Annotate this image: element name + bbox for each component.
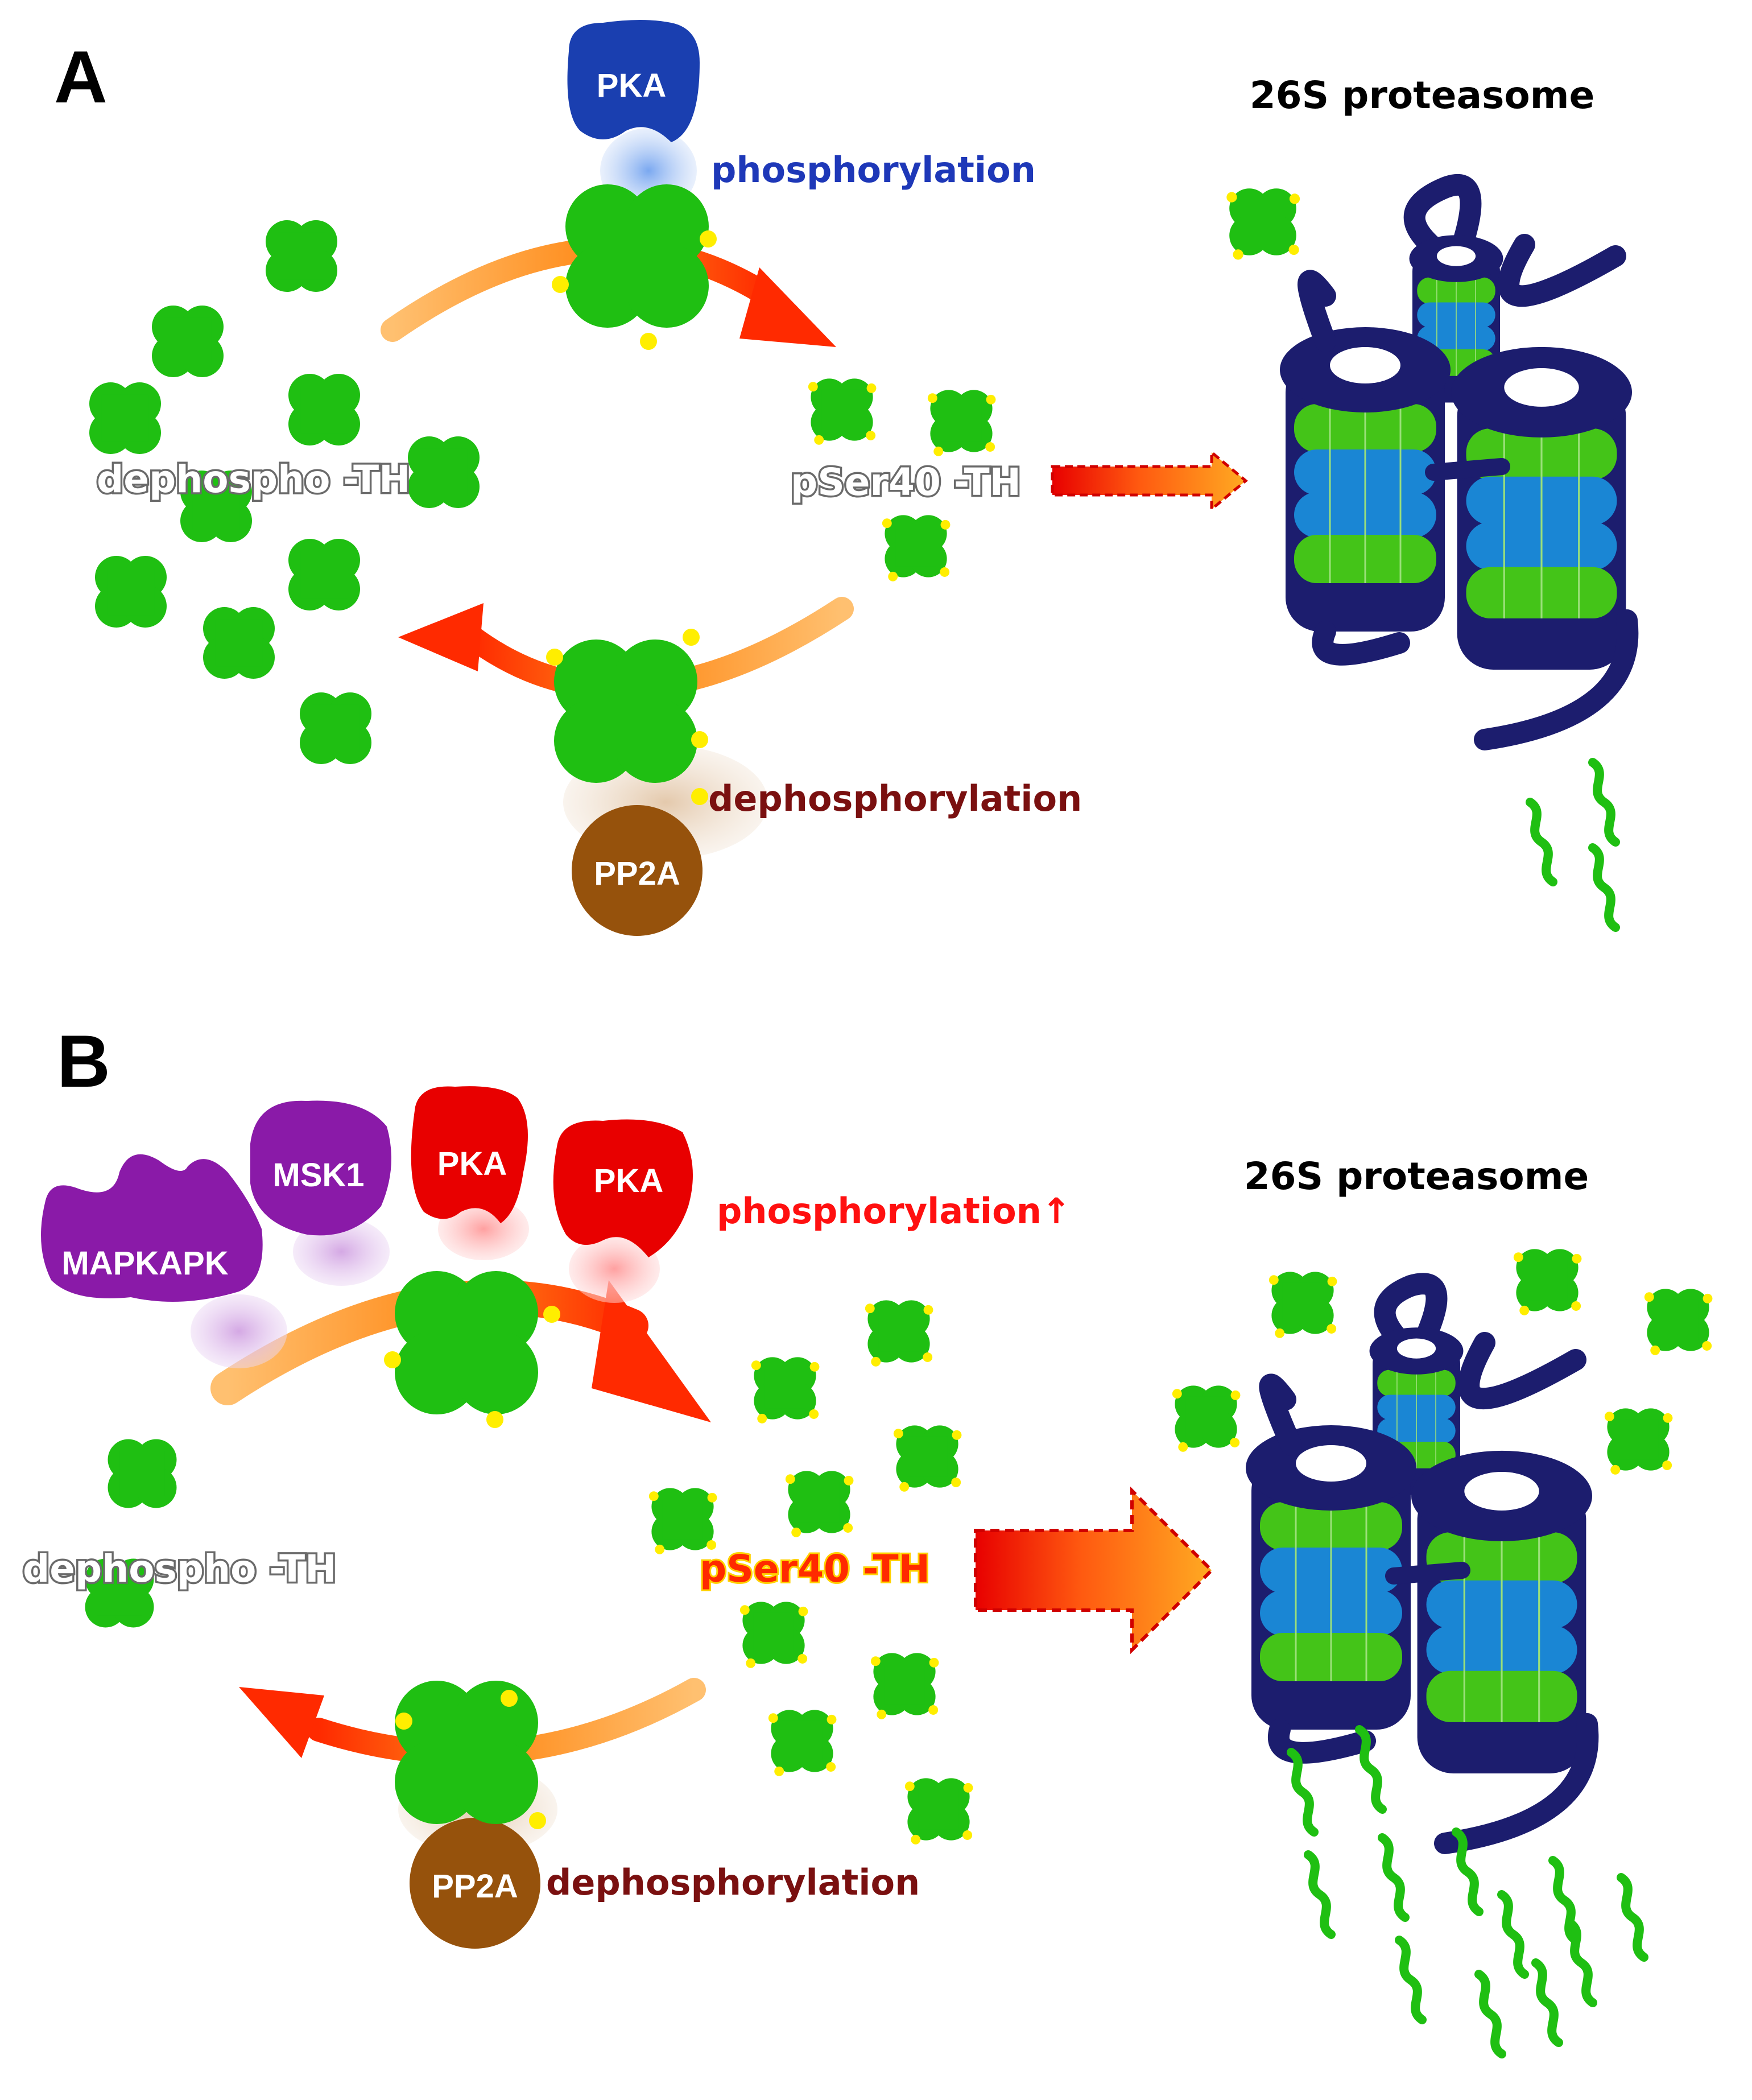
proteasome-title-b: 26S proteasome: [1244, 1154, 1589, 1198]
dephospho-th-cluster-b: [85, 1439, 177, 1628]
phosphorylation-up-label: phosphorylation↑: [717, 1190, 1071, 1232]
th-tetramer-binding-pp2a: [546, 629, 708, 805]
msk1-shape: [250, 1100, 391, 1236]
pp2a-label: PP2A: [594, 855, 680, 892]
panel-b-letter: B: [57, 1020, 110, 1103]
proteasome-a: [1279, 174, 1639, 750]
pka-glow-b2: [569, 1235, 660, 1303]
pka-kinase-shape: [567, 20, 700, 142]
phosphorylation-arrowhead-b: [592, 1280, 711, 1422]
mapkapk-label: MAPKAPK: [61, 1245, 228, 1282]
pka-label-b2: PKA: [594, 1162, 663, 1199]
pp2a-label-b: PP2A: [432, 1868, 518, 1905]
panel-a-letter: A: [54, 35, 108, 118]
transport-arrow-a: [1051, 449, 1248, 513]
free-pser40-th: [1226, 188, 1300, 259]
phosphorylation-arrowhead: [739, 267, 836, 347]
mapkapk-shape: [41, 1154, 263, 1302]
panel-a: A PKA phosphorylation PP2A dephosphoryla…: [54, 20, 1639, 936]
msk1-label: MSK1: [272, 1157, 364, 1194]
pser40-th-label: pSer40 -TH: [791, 460, 1021, 504]
dephosphorylation-arrowhead: [398, 603, 484, 671]
dephosphorylation-label: dephosphorylation: [708, 778, 1082, 819]
proteasome-title-a: 26S proteasome: [1250, 73, 1595, 117]
panel-b: B MAPKAPK MSK1 PKA PKA phosphorylation↑: [21, 1020, 1712, 2054]
pka-shape-b2: [553, 1119, 693, 1257]
pser40-th-label-b: pSer40 -TH: [700, 1547, 930, 1591]
pka-label-b1: PKA: [437, 1145, 507, 1182]
dephosphorylation-label-b: dephosphorylation: [546, 1862, 920, 1903]
th-tetramer-binding-pp2a-b: [395, 1681, 546, 1829]
transport-arrow-b: [974, 1486, 1214, 1655]
mapkapk-glow: [191, 1294, 287, 1368]
pka-label: PKA: [597, 67, 666, 104]
dephospho-th-label-b: dephospho -TH: [23, 1547, 336, 1591]
pp2a-shape-b: [410, 1818, 540, 1949]
th-tetramer-binding-kinases: [384, 1271, 560, 1428]
pka-shape-b1: [411, 1086, 528, 1223]
phosphorylation-label: phosphorylation: [711, 149, 1036, 191]
degraded-peptides-b: [1291, 1730, 1644, 2054]
pp2a-shape: [572, 805, 703, 936]
degraded-peptides-a: [1530, 762, 1615, 927]
proteasome-b: [1245, 1273, 1599, 1854]
dephospho-th-label: dephospho -TH: [97, 457, 410, 501]
dephosphorylation-arrowhead-b: [239, 1687, 324, 1758]
th-tetramer-binding-pka: [552, 184, 717, 350]
